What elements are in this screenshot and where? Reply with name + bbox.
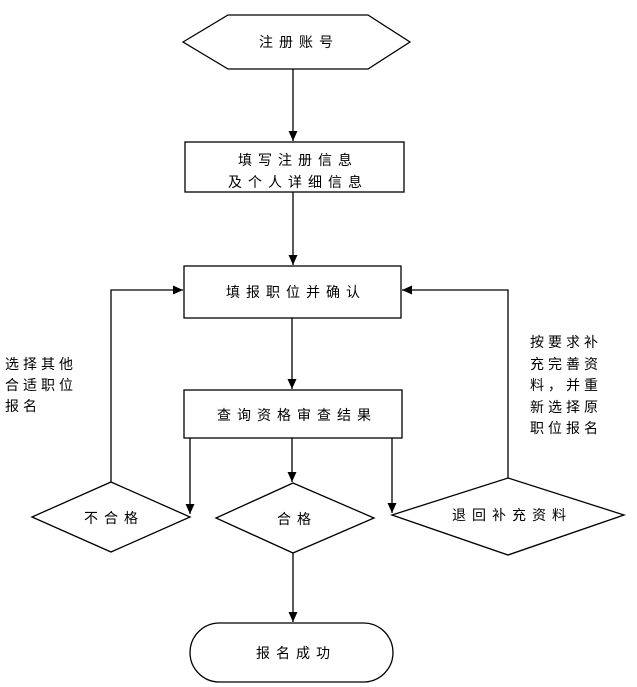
terminator-shape — [189, 622, 394, 683]
node-fill-registration-info-line2: 及个人详细信息 — [228, 174, 368, 191]
decision-diamond — [214, 482, 376, 554]
hexagon-shape — [181, 14, 412, 70]
connector-unqualified-loop-to-selectposition — [110, 285, 183, 482]
annotation-left-line3: 报名 — [5, 399, 41, 415]
annotation-right-line4: 新选择原 — [530, 400, 602, 416]
node-query-review-result-label: 查询资格审查结果 — [217, 408, 377, 424]
annotation-right-note: 按要求补 充完善资 料，并重 新选择原 职位报名 — [530, 335, 602, 437]
node-returned-for-supplement-label: 退回补充资料 — [452, 508, 572, 524]
annotation-left-line2: 合适职位 — [5, 378, 77, 394]
node-returned-for-supplement: 退回补充资料 — [389, 477, 627, 556]
node-registration-success-label: 报名成功 — [256, 646, 336, 662]
process-rect — [184, 141, 405, 193]
node-register-account-label: 注册账号 — [259, 35, 339, 51]
connector-returned-loop-to-selectposition — [402, 285, 509, 478]
decision-diamond — [389, 477, 627, 556]
process-rect — [183, 265, 402, 319]
annotation-right-line2: 充完善资 — [530, 357, 602, 373]
node-qualified: 合格 — [214, 482, 376, 554]
node-qualified-label: 合格 — [277, 512, 317, 528]
annotation-right-line5: 职位报名 — [530, 421, 602, 437]
annotation-right-line1: 按要求补 — [530, 335, 602, 351]
node-register-account: 注册账号 — [181, 14, 412, 70]
process-rect — [183, 389, 403, 439]
node-fill-registration-info-line1: 填写注册信息 — [238, 152, 358, 169]
node-query-review-result: 查询资格审查结果 — [183, 389, 403, 439]
node-unqualified-label: 不合格 — [84, 511, 144, 527]
annotation-right-line3: 料，并重 — [530, 378, 602, 394]
decision-diamond — [30, 481, 192, 553]
node-select-position-confirm-label: 填报职位并确认 — [226, 285, 366, 301]
node-unqualified: 不合格 — [30, 481, 192, 553]
node-select-position-confirm: 填报职位并确认 — [183, 265, 402, 319]
node-fill-registration-info: 填写注册信息 及个人详细信息 — [184, 141, 405, 193]
node-registration-success: 报名成功 — [189, 622, 394, 683]
annotation-left-note: 选择其他 合适职位 报名 — [5, 357, 77, 415]
annotation-left-line1: 选择其他 — [5, 357, 77, 373]
